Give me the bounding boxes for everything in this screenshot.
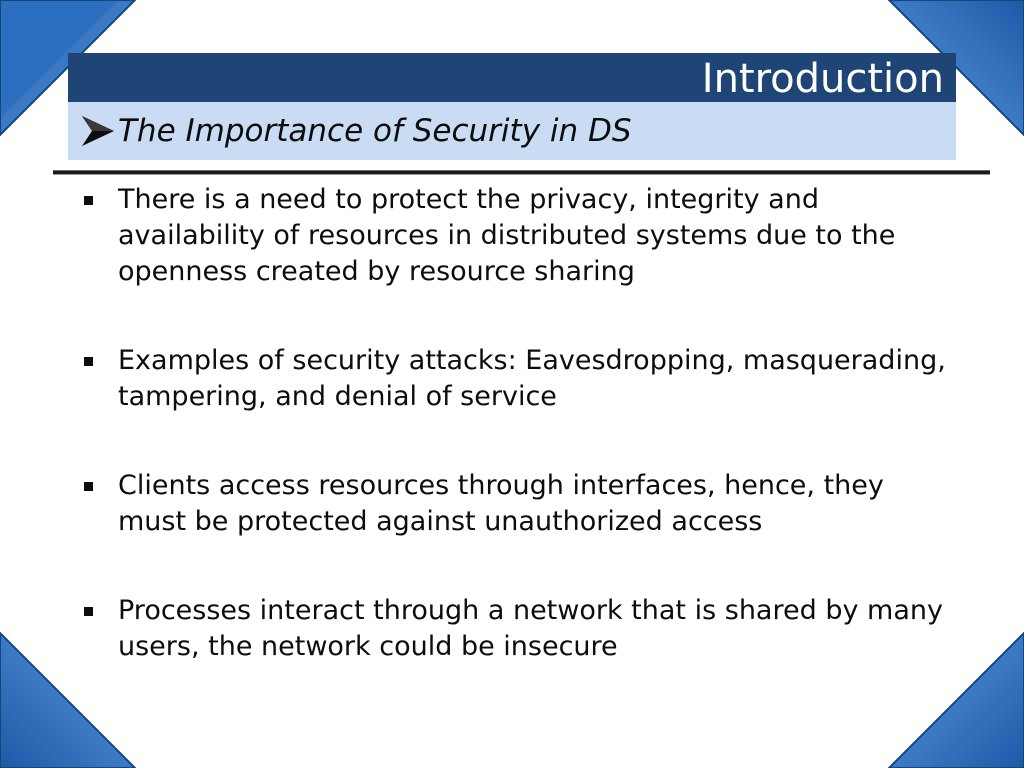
square-bullet-icon: [84, 196, 93, 205]
arrow-bullet-icon: [82, 116, 114, 146]
bullet-text: Processes interact through a network tha…: [118, 595, 943, 662]
square-bullet-icon: [84, 482, 93, 491]
square-bullet-icon: [84, 607, 93, 616]
list-item: Examples of security attacks: Eavesdropp…: [80, 343, 960, 415]
list-item: Clients access resources through interfa…: [80, 468, 960, 540]
corner-top-left-decoration: [0, 0, 137, 137]
slide-subtitle: The Importance of Security in DS: [118, 113, 632, 149]
divider-line: [53, 170, 990, 175]
subtitle-bar: The Importance of Security in DS: [68, 102, 956, 160]
title-bar: Introduction: [68, 53, 956, 102]
corner-bottom-left-decoration: [0, 631, 137, 768]
list-item: There is a need to protect the privacy, …: [80, 182, 960, 290]
list-item: Processes interact through a network tha…: [80, 593, 960, 665]
square-bullet-icon: [84, 357, 93, 366]
corner-top-right-decoration: [887, 0, 1024, 137]
bullet-list: There is a need to protect the privacy, …: [80, 182, 960, 718]
bullet-text: Examples of security attacks: Eavesdropp…: [118, 345, 946, 412]
slide-title: Introduction: [701, 56, 944, 102]
bullet-text: There is a need to protect the privacy, …: [118, 184, 896, 287]
corner-bottom-right-decoration: [887, 631, 1024, 768]
bullet-text: Clients access resources through interfa…: [118, 470, 884, 537]
